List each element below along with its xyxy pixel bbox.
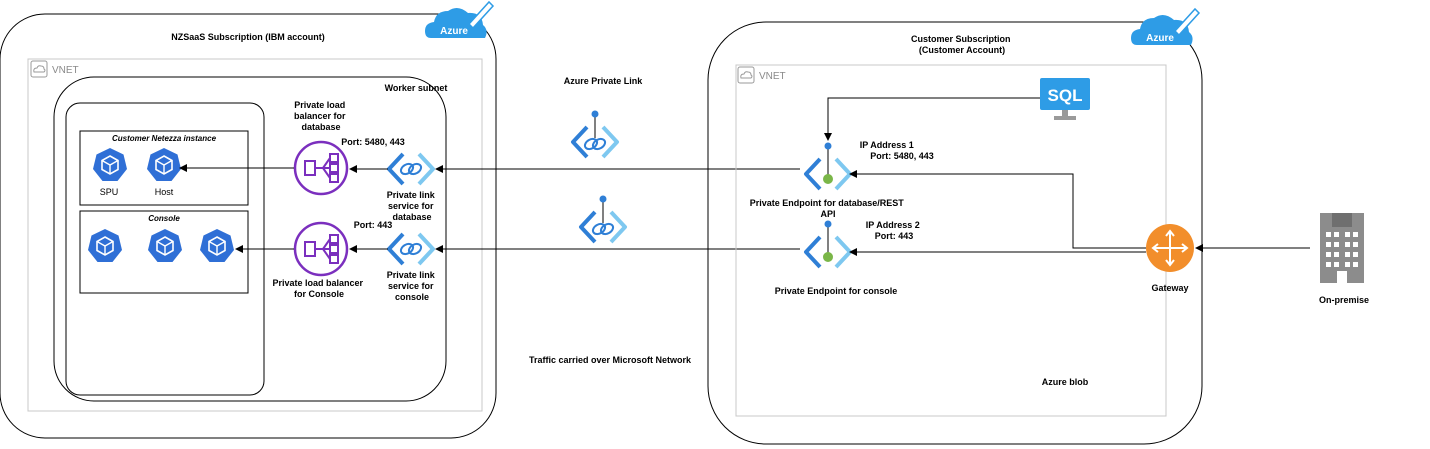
- right-vnet-box: [735, 64, 1167, 417]
- left-subscription-box: [0, 13, 497, 439]
- kubernetes-pod-icon: [147, 228, 183, 263]
- azure-badge-left: Azure: [424, 1, 494, 39]
- load-balancer-icon: [293, 221, 349, 277]
- worker-subnet-label: Worker subnet: [385, 83, 448, 93]
- private-link-service-icon: [387, 152, 435, 186]
- arrow-gateway-to-endpoint-db: [849, 170, 1146, 249]
- netezza-instance-title: Customer Netezza instance: [112, 134, 217, 143]
- azure-private-link-title: Azure Private Link: [564, 76, 644, 86]
- private-link-icon: [579, 193, 627, 244]
- svg-text:Azure: Azure: [1146, 33, 1174, 44]
- sql-database-icon: SQL: [1040, 78, 1090, 120]
- lb-console-label: Private load balancer for Console: [272, 278, 365, 299]
- azure-badge-right: Azure: [1130, 8, 1200, 46]
- endpoint-db-label: Private Endpoint for database/REST API: [750, 198, 907, 219]
- spu-label: SPU: [100, 187, 119, 197]
- lb-database-label: Private load balancer for database: [294, 100, 348, 132]
- right-subscription-box: [707, 21, 1203, 445]
- left-vnet-box: [27, 58, 483, 412]
- kubernetes-pod-icon: [146, 147, 182, 182]
- vnet-cloud-icon: [737, 66, 755, 84]
- console-title: Console: [148, 214, 180, 223]
- host-label: Host: [155, 187, 174, 197]
- svg-text:Azure: Azure: [440, 26, 468, 37]
- endpoint-db-ip: IP Address 1 Port: 5480, 443: [860, 140, 934, 161]
- gateway-icon: [1146, 224, 1194, 272]
- private-endpoint-icon: [804, 218, 852, 269]
- load-balancer-icon: [293, 140, 349, 196]
- building-icon: [1320, 213, 1364, 283]
- right-subscription-title: Customer Subscription (Customer Account): [911, 34, 1013, 55]
- azure-blob-label: Azure blob: [1042, 377, 1089, 387]
- traffic-label: Traffic carried over Microsoft Network: [529, 355, 692, 365]
- lb-database-port: Port: 5480, 443: [341, 137, 405, 147]
- lb-console-port: Port: 443: [354, 220, 393, 230]
- endpoint-console-ip: IP Address 2 Port: 443: [866, 220, 923, 241]
- on-premise-label: On-premise: [1319, 295, 1369, 305]
- console-box: [79, 210, 249, 294]
- private-link-service-icon: [387, 232, 435, 266]
- gateway-label: Gateway: [1151, 283, 1188, 293]
- worker-subnet-box: [53, 76, 447, 402]
- right-vnet-label: VNET: [759, 71, 786, 82]
- left-subscription-title: NZSaaS Subscription (IBM account): [171, 32, 325, 42]
- endpoint-console-label: Private Endpoint for console: [775, 286, 898, 296]
- kubernetes-pod-icon: [87, 228, 123, 263]
- arrow-sql-to-endpoint: [824, 97, 1040, 141]
- pls-database-label: Private link service for database: [387, 190, 438, 222]
- left-vnet-label: VNET: [52, 65, 79, 76]
- vnet-cloud-icon: [30, 60, 48, 78]
- private-link-icon: [571, 108, 619, 159]
- kubernetes-pod-icon: [92, 147, 128, 182]
- private-endpoint-icon: [804, 140, 852, 191]
- pls-console-label: Private link service for console: [387, 270, 438, 302]
- svg-text:SQL: SQL: [1048, 86, 1083, 105]
- kubernetes-pod-icon: [199, 228, 235, 263]
